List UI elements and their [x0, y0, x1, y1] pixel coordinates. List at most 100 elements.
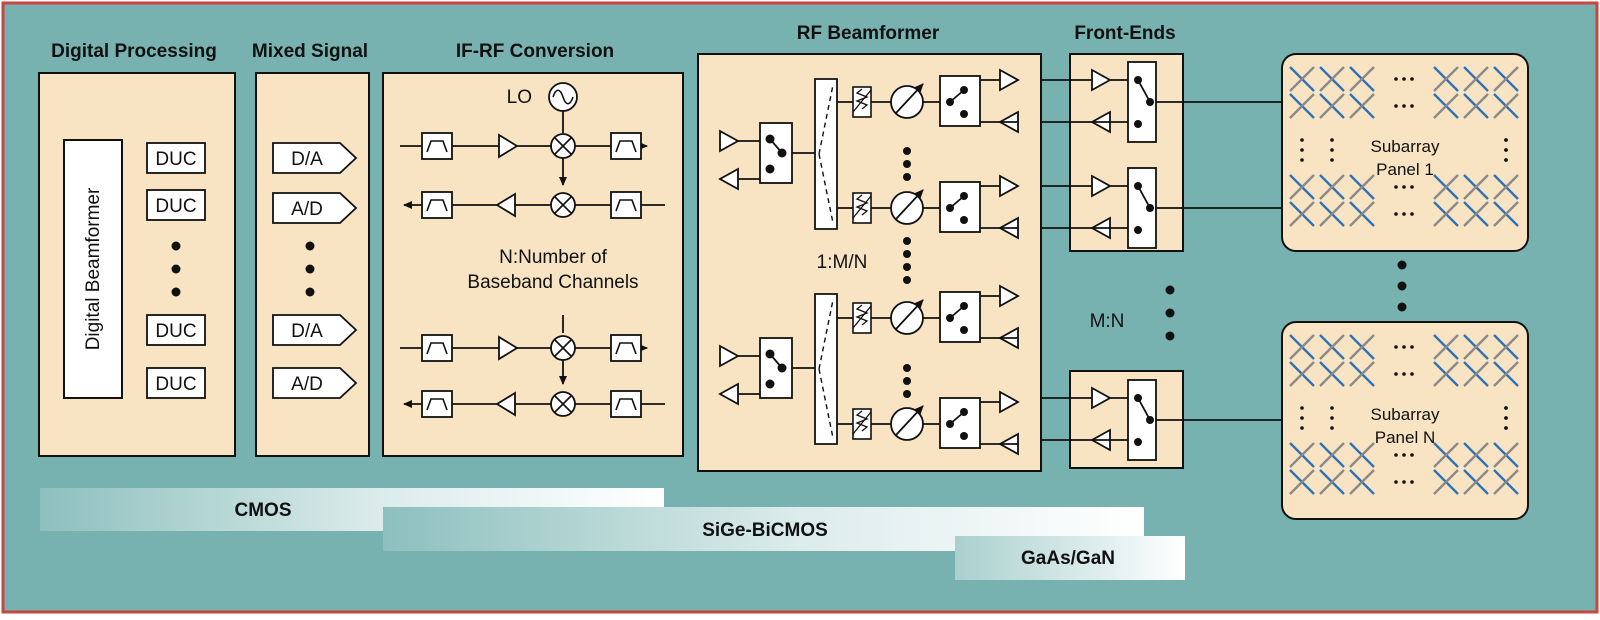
ellipsis-dot [1330, 148, 1334, 152]
antenna-x [1433, 361, 1459, 387]
switch-arm [949, 89, 965, 103]
ellipsis-dot [1504, 158, 1508, 162]
filter-icon [610, 132, 642, 160]
filter-curve [426, 199, 448, 212]
ellipsis-dot [1300, 148, 1304, 152]
panel-1-label-line2: Panel 1 [1376, 160, 1434, 179]
antenna-x [1463, 201, 1489, 227]
antenna-x [1433, 174, 1459, 200]
dot [903, 160, 911, 168]
antenna-x [1463, 174, 1489, 200]
dot [903, 377, 911, 385]
sige-label: SiGe-BiCMOS [702, 520, 828, 541]
dot [765, 379, 775, 389]
tr-switch-icon [759, 122, 793, 184]
ellipsis-dot [1394, 480, 1398, 484]
mixer-cross [554, 395, 572, 413]
antenna-x [1433, 66, 1459, 92]
antenna-x [1493, 174, 1519, 200]
antenna-x [1463, 469, 1489, 495]
dot [903, 173, 911, 181]
dot [903, 276, 911, 284]
duc-label-2: DUC [155, 196, 196, 217]
mixer-cross [554, 339, 572, 357]
antenna-x [1493, 66, 1519, 92]
antenna-x [1463, 334, 1489, 360]
dot [960, 432, 968, 440]
ellipsis-dot [1402, 212, 1406, 216]
ellipsis-dot [1330, 416, 1334, 420]
antenna-x [1463, 361, 1489, 387]
panel-n-label-line2: Panel N [1375, 428, 1435, 447]
duc-label-4: DUC [155, 374, 196, 395]
dot [903, 237, 911, 245]
ellipsis-dot [1402, 453, 1406, 457]
dot [765, 164, 775, 174]
ellipsis-dot [1394, 185, 1398, 189]
amplifier-icon [495, 391, 516, 417]
header-front-ends: Front-Ends [1074, 23, 1175, 44]
antenna-x [1493, 361, 1519, 387]
mixer-cross [554, 137, 572, 155]
splitter-icon [814, 293, 838, 445]
antenna-x [1349, 174, 1375, 200]
amplifier-icon [498, 133, 519, 159]
antenna-x [1319, 361, 1345, 387]
ellipsis-dot [1402, 185, 1406, 189]
antenna-x [1433, 201, 1459, 227]
filter-icon [610, 334, 642, 362]
ellipsis-dot [1504, 416, 1508, 420]
dot [1134, 438, 1142, 446]
antenna-x [1349, 334, 1375, 360]
antenna-x [1349, 93, 1375, 119]
dot [903, 390, 911, 398]
tr-switch-icon [759, 337, 793, 399]
ellipsis-dot [1410, 212, 1414, 216]
ellipsis-dot [1402, 77, 1406, 81]
gaas-label: GaAs/GaN [1021, 548, 1115, 569]
filter-icon [610, 390, 642, 418]
antenna-x [1289, 66, 1315, 92]
ellipsis-dot [1394, 372, 1398, 376]
antenna-x [1289, 93, 1315, 119]
digital-beamformer-label: Digital Beamformer [83, 187, 104, 350]
ellipsis-dot [1300, 158, 1304, 162]
filter-icon [421, 191, 453, 219]
dot [903, 364, 911, 372]
ellipsis-dot [1394, 77, 1398, 81]
switch-arm [769, 353, 783, 369]
filter-icon [610, 191, 642, 219]
digital-processing-block: Digital Beamformer DUC DUC DUC DUC [38, 72, 236, 457]
antenna-x [1493, 93, 1519, 119]
ellipsis-dot [1300, 416, 1304, 420]
switch-arm [949, 195, 965, 209]
antenna-x [1319, 174, 1345, 200]
antenna-x [1493, 334, 1519, 360]
dot [1134, 226, 1142, 234]
antenna-x [1319, 469, 1345, 495]
ellipsis-dot [1394, 345, 1398, 349]
duc-label-3: DUC [155, 321, 196, 342]
ellipsis-dot [1300, 406, 1304, 410]
ellipsis-dot [1504, 426, 1508, 430]
baseband-note-line2: Baseband Channels [467, 272, 638, 293]
cmos-label: CMOS [235, 500, 292, 521]
ellipsis-dot [1330, 138, 1334, 142]
filter-curve [426, 140, 448, 153]
attenuator-arrow [852, 89, 872, 113]
filter-curve [615, 199, 637, 212]
antenna-x [1349, 66, 1375, 92]
antenna-x [1289, 361, 1315, 387]
phase-shifter-arrow [895, 299, 924, 330]
filter-curve [426, 398, 448, 411]
circuit-symbols [400, 61, 1519, 495]
antenna-x [1349, 201, 1375, 227]
ellipsis-dot [1504, 138, 1508, 142]
ellipsis-dot [1410, 185, 1414, 189]
antenna-x [1289, 442, 1315, 468]
filter-icon [421, 390, 453, 418]
splitter-dash [818, 84, 834, 224]
digital-beamformer-box [63, 139, 123, 399]
antenna-x [1433, 469, 1459, 495]
